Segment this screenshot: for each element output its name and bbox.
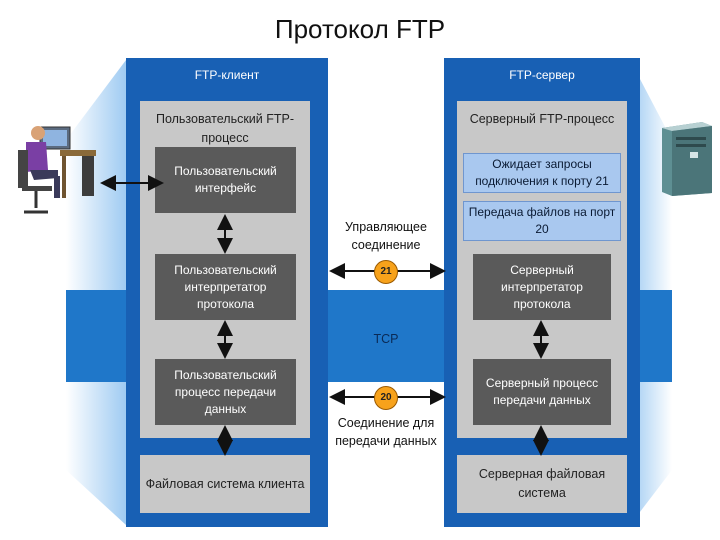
- server-transfer-port-box: Передача файлов на порт 20: [463, 201, 621, 241]
- client-transfer-box: Пользовательский процесс передачи данных: [155, 359, 296, 425]
- client-filesystem-box: Файловая система клиента: [140, 455, 310, 513]
- server-cabinet-icon: [662, 122, 712, 196]
- port-20-badge: 20: [374, 386, 398, 410]
- port-21-badge: 21: [374, 260, 398, 284]
- client-header: FTP-клиент: [194, 68, 260, 82]
- data-connection-label: Соединение для передачи данных: [335, 416, 437, 448]
- user-computer-icon: [18, 126, 96, 214]
- server-header: FTP-сервер: [509, 68, 575, 82]
- client-interpreter-box: Пользовательский интерпретатор протокола: [155, 254, 296, 320]
- tcp-label: TCP: [373, 332, 399, 346]
- server-process-label: Серверный FTP-процесс: [469, 112, 615, 126]
- server-transfer-box: Серверный процесс передачи данных: [473, 359, 611, 425]
- server-interpreter-box: Серверный интерпретатор протокола: [473, 254, 611, 320]
- server-wait-box: Ожидает запросы подключения к порту 21: [463, 153, 621, 193]
- server-filesystem-box: Серверная файловая система: [457, 455, 627, 513]
- client-ui-box: Пользовательский интерфейс: [155, 147, 296, 213]
- page-title: Протокол FTP: [274, 14, 446, 44]
- client-process-label: Пользовательский FTP-процесс: [155, 112, 295, 145]
- control-connection-label: Управляющее соединение: [345, 220, 427, 252]
